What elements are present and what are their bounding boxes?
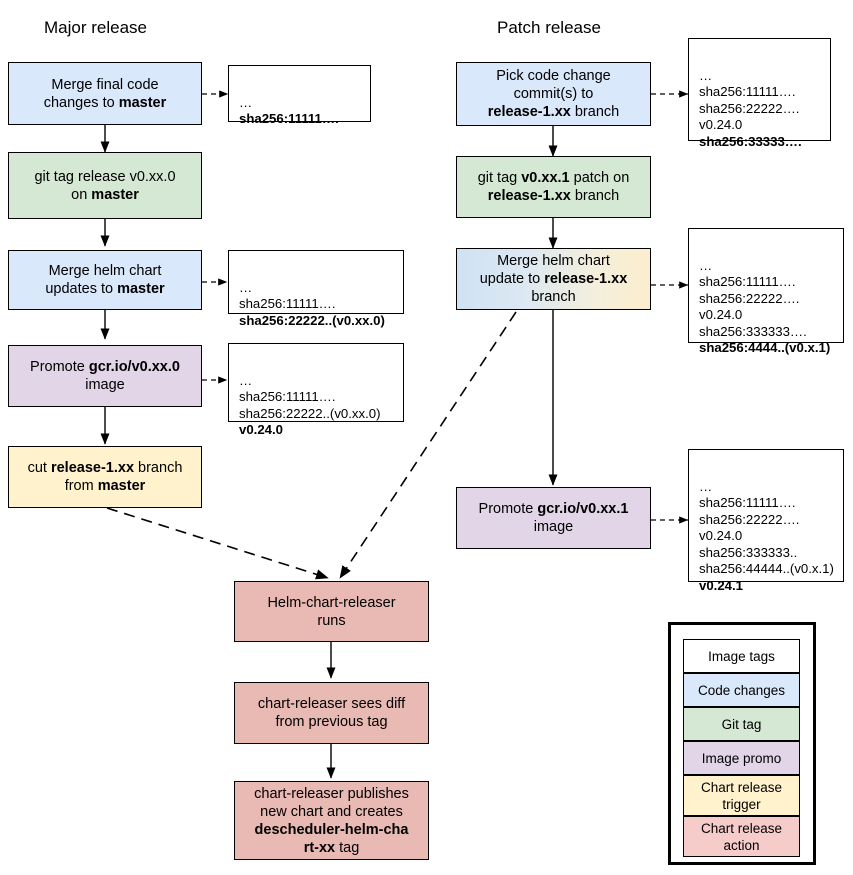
legend-item-label: Image tags [708, 648, 775, 664]
note-text: …sha256:11111…. [239, 94, 339, 127]
note-image-tags-major-3: …sha256:11111….sha256:22222..(v0.xx.0)v0… [228, 343, 404, 437]
legend-item-image-promo: Image promo [683, 741, 800, 775]
legend-item-label: Git tag [721, 716, 762, 732]
legend-item-image-tags: Image tags [683, 639, 800, 673]
legend-item-label: Code changes [697, 682, 786, 698]
note-image-tags-major-2: …sha256:11111….sha256:22222..(v0.xx.0) [228, 250, 404, 328]
note-text: …sha256:11111….sha256:22222..(v0.xx.0) [239, 279, 385, 328]
legend-item-label: Image promo [701, 750, 782, 766]
patch-release-title: Patch release [497, 18, 601, 37]
legend-item-code-changes: Code changes [683, 673, 800, 707]
note-image-tags-major-1: …sha256:11111…. [228, 65, 371, 126]
major-release-title: Major release [44, 18, 147, 37]
note-text: …sha256:11111….sha256:22222..(v0.xx.0)v0… [239, 372, 381, 438]
legend-item-git-tag: Git tag [683, 707, 800, 741]
